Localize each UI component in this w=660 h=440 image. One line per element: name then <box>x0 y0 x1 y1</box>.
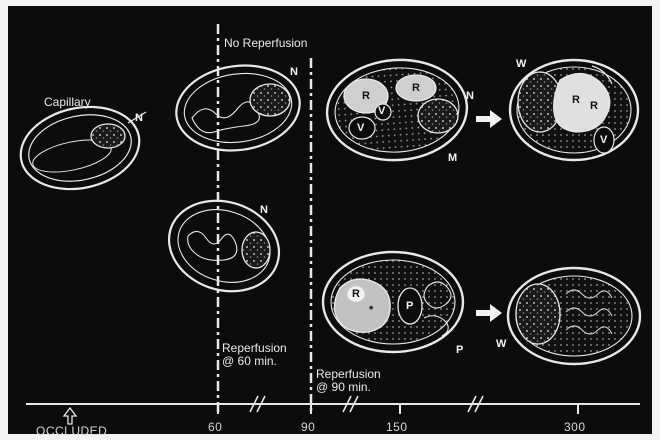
reperfusion-90-300-cell <box>508 268 640 364</box>
reperfusion-60-line2: @ 60 min. <box>222 355 287 368</box>
label-p-inner: P <box>406 300 413 313</box>
label-w-top: W <box>516 58 526 71</box>
reperfusion-90-150-cell <box>323 252 463 352</box>
label-n-capillary: N <box>135 112 143 125</box>
label-r-150a: R <box>362 90 370 103</box>
label-v-150b: V <box>357 122 364 135</box>
label-r-bottom: R <box>352 288 360 301</box>
label-r-150b: R <box>412 82 420 95</box>
label-m: M <box>448 152 457 165</box>
tick-label-300: 300 <box>564 421 586 434</box>
no-reperfusion-300-cell <box>510 60 638 160</box>
label-star: * <box>369 304 373 317</box>
reperfusion-90-label: Reperfusion @ 90 min. <box>316 368 381 394</box>
tick-label-150: 150 <box>386 421 408 434</box>
label-v-150a: V <box>378 105 385 118</box>
label-w-bottom: W <box>496 338 506 351</box>
capillary-label: Capillary <box>44 96 91 109</box>
tick-label-60: 60 <box>208 421 222 434</box>
tick-label-90: 90 <box>301 421 315 434</box>
label-r-300a: R <box>572 94 580 107</box>
label-v-300: V <box>600 134 607 147</box>
reperfusion-60-label: Reperfusion @ 60 min. <box>222 342 287 368</box>
label-n-150: N <box>466 90 474 103</box>
label-n-middle: N <box>260 204 268 217</box>
label-r-300b: R <box>590 100 598 113</box>
label-n-top: N <box>290 66 298 79</box>
reperfusion-90-line2: @ 90 min. <box>316 381 381 394</box>
label-p-outer: P <box>456 344 463 357</box>
occluded-label: OCCLUDED <box>36 425 107 438</box>
no-reperfusion-label: No Reperfusion <box>224 37 307 50</box>
